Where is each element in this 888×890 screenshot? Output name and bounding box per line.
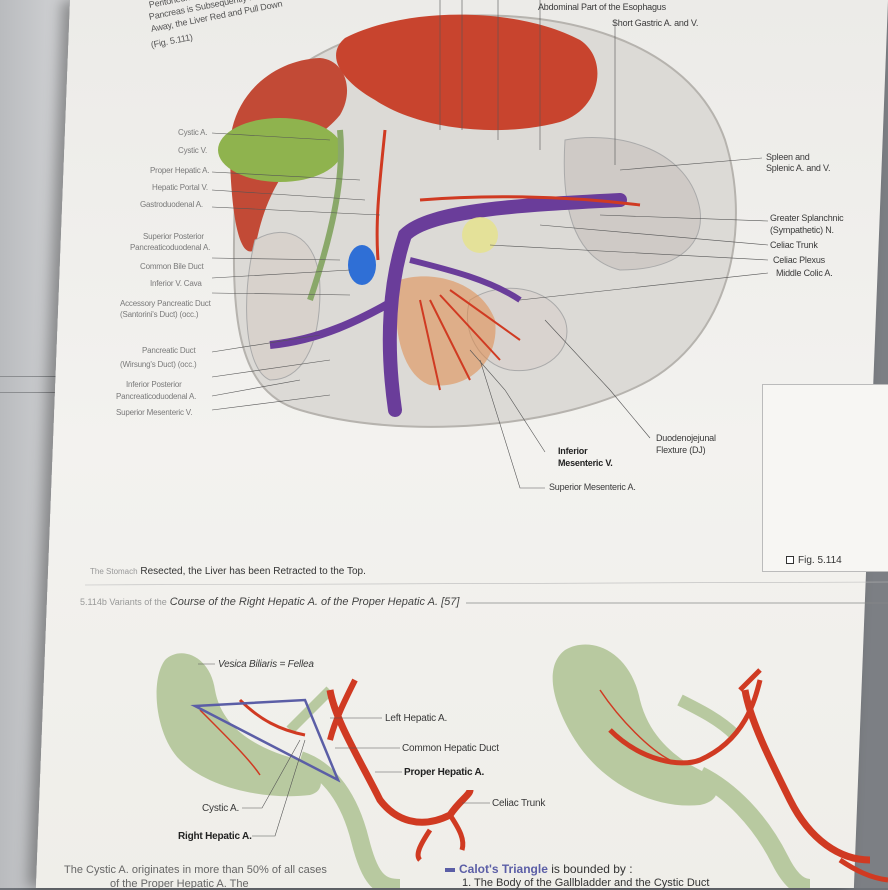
gallbladder-shape — [156, 653, 321, 797]
label-sympathetic: (Sympathetic) N. — [770, 225, 834, 235]
label-pancreatic-duct: Pancreatic Duct — [142, 346, 196, 355]
label-right-hepatic: Right Hepatic A. — [178, 831, 252, 842]
label-spleen: Spleen and — [766, 152, 810, 162]
label-mesenteric-v: Mesenteric V. — [558, 458, 613, 468]
inferior-vena-cava — [348, 245, 376, 285]
label-accessory-duct: Accessory Pancreatic Duct — [120, 299, 211, 308]
label-celiac-trunk-bottom: Celiac Trunk — [492, 798, 546, 809]
left-hepatic-artery-shape — [327, 678, 358, 741]
label-sup-mesenteric-v: Superior Mesenteric V. — [116, 408, 193, 417]
figure-caption: The Stomach Resected, the Liver has been… — [90, 566, 366, 577]
bottom-leader-lines — [469, 319, 651, 489]
label-greater-splanchnic: Greater Splanchnic — [770, 213, 844, 223]
label-middle-colic: Middle Colic A. — [776, 268, 833, 278]
label-cystic-a: Cystic A. — [178, 128, 208, 137]
label-gastroduodenal: Gastroduodenal A. — [140, 200, 203, 209]
inferior-mesenteric-vein — [409, 257, 522, 303]
left-leader-lines — [211, 132, 381, 411]
cystic-branch — [199, 709, 261, 776]
proper-hepatic-artery-shape — [326, 689, 474, 826]
label-wirsung: (Wirsung's Duct) (occ.) — [120, 360, 197, 369]
calot-legend-icon — [445, 867, 455, 872]
section-heading: 5.114b Variants of the Course of the Rig… — [80, 596, 459, 608]
label-pancreaticoduodenal-2: Pancreaticoduodenal A. — [116, 392, 197, 401]
right-leader-lines — [439, 0, 769, 301]
portal-vein-system — [382, 193, 627, 417]
celiac-branches — [415, 813, 466, 862]
label-short-gastric: Short Gastric A. and V. — [612, 18, 699, 28]
splenic-artery — [419, 195, 641, 207]
label-santorini: (Santorini's Duct) (occ.) — [120, 310, 199, 319]
liver — [336, 14, 598, 131]
calot-heading: Calot's Triangle is bounded by : — [445, 862, 633, 876]
label-vesica: Vesica Biliaris = Fellea — [218, 659, 314, 670]
inset-figure-frame — [762, 384, 888, 572]
splenic-vein-branch — [269, 296, 397, 349]
label-duodenojejunal: Duodenojejunal — [656, 433, 716, 443]
label-left-hepatic: Left Hepatic A. — [385, 713, 448, 724]
calot-item-1: 1. The Body of the Gallbladder and the C… — [462, 877, 710, 889]
label-common-bile-duct: Common Bile Duct — [140, 262, 204, 271]
cystic-note-2: of the Proper Hepatic A. The — [110, 878, 249, 890]
label-cystic-a-bottom: Cystic A. — [202, 803, 240, 814]
label-sup-posterior: Superior Posterior — [143, 232, 204, 241]
label-celiac-plexus: Celiac Plexus — [773, 255, 825, 265]
label-cystic-v: Cystic V. — [178, 146, 208, 155]
figure-ref-icon — [786, 556, 794, 565]
cystic-artery-shape — [238, 698, 306, 737]
label-esophagus: Abdominal Part of the Esophagus — [538, 2, 666, 12]
celiac-plexus — [462, 217, 498, 253]
label-pancreaticoduodenal: Pancreaticoduodenal A. — [130, 243, 211, 252]
calots-triangle-diagram — [156, 653, 490, 888]
label-proper-hepatic-a: Proper Hepatic A. — [404, 767, 485, 778]
label-hepatic-portal: Hepatic Portal V. — [152, 183, 208, 192]
label-splenic: Splenic A. and V. — [766, 163, 831, 173]
caption-text: Resected, the Liver has been Retracted t… — [140, 566, 366, 577]
label-celiac-trunk: Celiac Trunk — [770, 240, 818, 250]
cystic-note: The Cystic A. originates in more than 50… — [64, 864, 327, 876]
superior-mesenteric-branches — [419, 289, 521, 391]
calot-title: Calot's Triangle — [459, 862, 548, 876]
label-common-hepatic-duct: Common Hepatic Duct — [402, 743, 499, 754]
label-inf-posterior: Inferior Posterior — [126, 380, 182, 389]
section-title: Course of the Right Hepatic A. of the Pr… — [169, 596, 460, 608]
gallbladder — [218, 118, 342, 182]
section-prefix: 5.114b Variants of the — [80, 597, 167, 607]
label-flexture: Flexture (DJ) — [656, 445, 706, 455]
proper-hepatic-artery — [375, 129, 387, 261]
figure-ref-text: Fig. 5.114 — [798, 555, 842, 566]
figure-reference: Fig. 5.114 — [786, 555, 842, 566]
calot-rest: is bounded by : — [547, 862, 633, 876]
variant-diagram — [552, 644, 888, 888]
page-rule — [0, 392, 70, 393]
common-bile-duct — [307, 129, 344, 301]
caption-prefix: The Stomach — [90, 567, 138, 576]
calot-triangle-outline — [190, 698, 341, 783]
label-ivc: Inferior V. Cava — [150, 279, 202, 288]
label-proper-hepatic: Proper Hepatic A. — [150, 166, 210, 175]
label-inferior: Inferior — [558, 446, 588, 456]
caption-rule — [84, 581, 888, 586]
label-sup-mesenteric-a: Superior Mesenteric A. — [549, 482, 636, 492]
